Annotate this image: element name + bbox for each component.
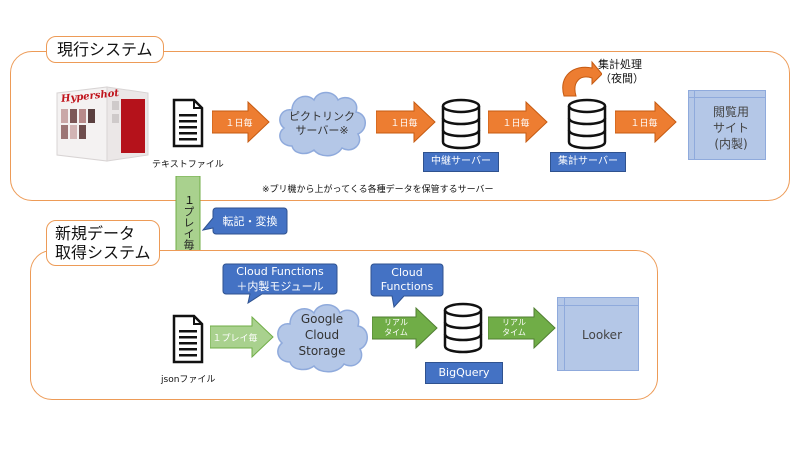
aggregation-process-label-line1: 集計処理 — [598, 58, 642, 71]
transfer-callout: 転記・変換 — [201, 206, 288, 240]
looker-box: Looker — [557, 297, 639, 371]
orange-arrow-4-label: １日毎 — [630, 119, 658, 129]
new-system-title: 新規データ 取得システム — [46, 220, 160, 266]
photo-booth-image: Hypershot — [55, 85, 150, 163]
pictlink-server-label-line2: サーバー※ — [295, 124, 349, 137]
viewer-site-label-line2: サイト — [712, 121, 749, 135]
text-file-label: テキストファイル — [152, 160, 224, 170]
viewer-site-label-line1: 閲覧用 — [712, 105, 749, 119]
orange-arrow-1-label: １日毎 — [225, 119, 253, 129]
relay-server-database-icon — [441, 98, 481, 154]
relay-server-label: 中継サーバー — [423, 152, 499, 172]
green-arrow-1-label-line2: タイム — [384, 328, 408, 337]
new-system-title-line2: 取得システム — [55, 243, 151, 262]
orange-arrow-4 — [614, 100, 677, 148]
current-system-title: 現行システム — [46, 36, 164, 63]
cloud-functions-line1: Cloud — [391, 266, 423, 279]
green-arrow-2 — [487, 306, 556, 354]
orange-arrow-3-label: １日毎 — [502, 119, 530, 129]
bigquery-database-icon — [443, 302, 483, 358]
cloud-functions-line2: Functions — [380, 280, 434, 293]
viewer-site-label-line3: (内製) — [714, 137, 748, 151]
light-green-arrow-label: １プレイ毎 — [212, 334, 258, 344]
document-icon — [172, 98, 204, 152]
transfer-callout-text: 転記・変換 — [222, 215, 278, 228]
new-system-title-line1: 新規データ — [55, 224, 136, 243]
gcs-label-line2: Cloud — [304, 328, 340, 342]
aggregation-server-database-icon — [567, 98, 607, 154]
aggregation-server-label: 集計サーバー — [550, 152, 626, 172]
looker-label: Looker — [582, 328, 622, 342]
green-arrow-1-label-line1: リアル — [384, 318, 408, 327]
aggregation-loop-arrow — [556, 60, 603, 104]
functions-modules-line1: Cloud Functions — [236, 265, 324, 278]
green-arrow-1 — [371, 306, 438, 354]
pictlink-server-cloud: ピクトリンク サーバー※ — [274, 86, 370, 162]
gcs-cloud: Google Cloud Storage — [272, 298, 372, 378]
json-file-label: jsonファイル — [161, 375, 216, 385]
light-green-arrow — [209, 315, 274, 363]
orange-arrow-2 — [375, 100, 436, 148]
orange-arrow-1 — [211, 100, 270, 148]
orange-arrow-3 — [487, 100, 548, 148]
functions-modules-line2: ＋内製モジュール — [236, 280, 324, 293]
pictlink-server-label-line1: ピクトリンク — [289, 110, 355, 123]
server-footnote: ※プリ機から上がってくる各種データを保管するサーバー — [262, 185, 494, 195]
cloud-functions-callout: Cloud Functions — [370, 262, 444, 312]
viewer-site-box: 閲覧用 サイト (内製) — [688, 90, 766, 160]
orange-arrow-2-label: １日毎 — [390, 119, 418, 129]
bigquery-label: BigQuery — [425, 362, 503, 384]
aggregation-process-label-line2: （夜間） — [600, 72, 644, 85]
functions-modules-callout: Cloud Functions ＋内製モジュール — [222, 262, 338, 308]
down-arrow-label-line2: プレイ毎 — [182, 206, 195, 250]
green-arrow-2-label-line1: リアル — [502, 318, 526, 327]
json-document-icon — [172, 314, 204, 368]
down-arrow-label-line1: １ — [184, 194, 195, 207]
green-arrow-2-label-line2: タイム — [502, 328, 526, 337]
gcs-label-line1: Google — [300, 312, 344, 326]
gcs-label-line3: Storage — [298, 344, 346, 358]
